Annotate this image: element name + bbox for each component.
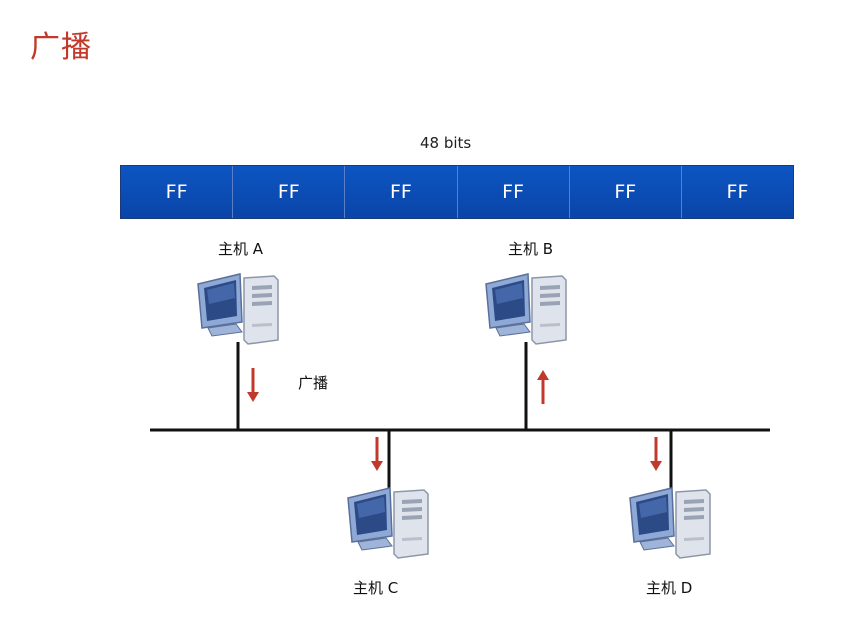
- frame-length-label: 48 bits: [420, 134, 472, 152]
- mac-octet: FF: [233, 166, 346, 218]
- arrow-down-icon: [369, 435, 385, 473]
- host-a-label: 主机 A: [218, 240, 264, 258]
- computer-icon: [347, 487, 429, 559]
- broadcast-note: 广播: [298, 374, 329, 392]
- host-d-label: 主机 D: [646, 579, 693, 597]
- mac-octet: FF: [681, 166, 794, 218]
- arrow-down-icon: [245, 366, 261, 404]
- page-title: 广播: [30, 30, 92, 65]
- arrow-up-icon: [535, 368, 551, 406]
- mac-octet: FF: [457, 166, 570, 218]
- host-c-label: 主机 C: [353, 579, 399, 597]
- computer-icon: [197, 273, 279, 345]
- mac-octet: FF: [569, 166, 682, 218]
- broadcast-mac-frame: FF FF FF FF FF FF: [120, 165, 794, 219]
- computer-icon: [629, 487, 711, 559]
- mac-octet: FF: [345, 166, 458, 218]
- computer-icon: [485, 273, 567, 345]
- arrow-down-icon: [648, 435, 664, 473]
- mac-octet: FF: [121, 166, 234, 218]
- host-b-label: 主机 B: [508, 240, 554, 258]
